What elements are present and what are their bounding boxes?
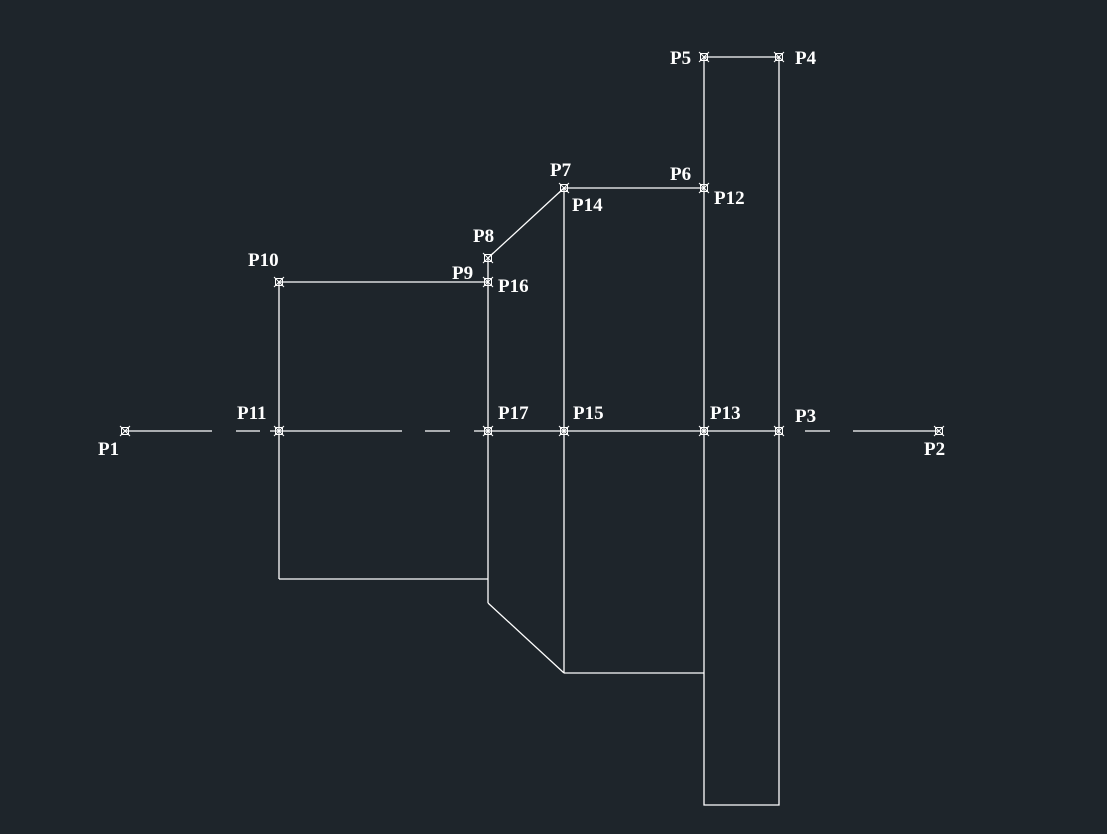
point-labels: P1 P2 P3 P4 P5 P6 P7 P8 P9 P10 P11 P12 P… [98, 48, 945, 460]
point-marker-icon [273, 276, 285, 288]
label-p16: P16 [498, 276, 529, 297]
point-marker-icon [558, 182, 570, 194]
point-markers [119, 51, 945, 437]
label-p5: P5 [670, 48, 691, 69]
label-p3: P3 [795, 406, 816, 427]
label-p14: P14 [572, 195, 603, 216]
label-p4: P4 [795, 48, 817, 69]
label-p13: P13 [710, 403, 741, 424]
point-marker-icon [482, 276, 494, 288]
point-marker-icon [933, 425, 945, 437]
label-p11: P11 [237, 403, 267, 424]
label-p6: P6 [670, 164, 691, 185]
label-p12: P12 [714, 188, 745, 209]
label-p8: P8 [473, 226, 494, 247]
label-p17: P17 [498, 403, 529, 424]
point-marker-icon [773, 425, 785, 437]
point-marker-icon [698, 51, 710, 63]
label-p15: P15 [573, 403, 604, 424]
label-p7: P7 [550, 160, 572, 181]
label-p10: P10 [248, 250, 279, 271]
point-marker-icon [119, 425, 131, 437]
point-marker-icon [558, 425, 570, 437]
point-marker-icon [482, 252, 494, 264]
point-marker-icon [773, 51, 785, 63]
label-p1: P1 [98, 439, 119, 460]
point-marker-icon [273, 425, 285, 437]
point-marker-icon [698, 425, 710, 437]
label-p9: P9 [452, 263, 473, 284]
label-p2: P2 [924, 439, 945, 460]
point-marker-icon [482, 425, 494, 437]
point-marker-icon [698, 182, 710, 194]
